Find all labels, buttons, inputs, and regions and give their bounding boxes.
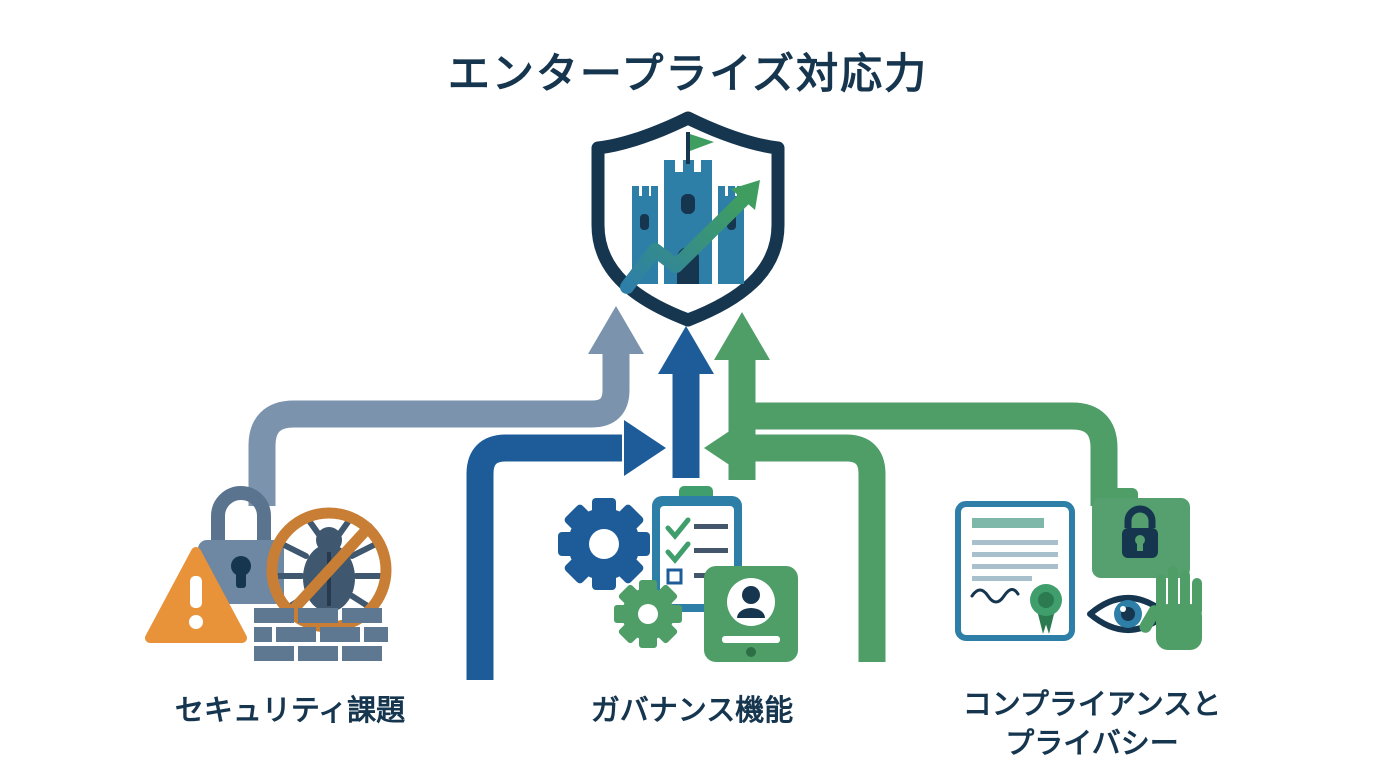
governance-arrowhead-up — [658, 326, 714, 374]
locked-folder-icon — [1092, 488, 1190, 578]
compliance-arrow — [704, 312, 1118, 662]
gear-icon — [558, 498, 650, 590]
compliance-arrowhead-up — [714, 312, 770, 360]
castle-icon — [632, 132, 744, 284]
stop-hand-icon — [1139, 566, 1202, 650]
governance-label: ガバナンス機能 — [590, 695, 794, 727]
governance-arrowhead-right — [624, 420, 666, 476]
security-label: セキュリティ課題 — [174, 695, 406, 727]
firewall-brick-icon — [254, 608, 388, 661]
certificate-document-icon — [955, 501, 1075, 641]
security-arrow — [248, 306, 644, 506]
growth-arrow-icon — [620, 180, 760, 294]
compliance-icons — [955, 488, 1202, 650]
shield-icon — [591, 111, 785, 327]
security-arrowhead — [588, 306, 644, 354]
flag-icon — [690, 134, 714, 151]
governance-arrow — [466, 326, 714, 680]
compliance-label: コンプライアンスとプライバシー — [962, 689, 1222, 761]
id-card-icon — [704, 566, 798, 662]
governance-icons — [558, 486, 798, 662]
warning-triangle-icon — [145, 547, 247, 643]
small-gear-icon — [614, 580, 682, 648]
diagram-title: エンタープライズ対応力 — [447, 50, 929, 97]
security-icons — [145, 486, 392, 661]
